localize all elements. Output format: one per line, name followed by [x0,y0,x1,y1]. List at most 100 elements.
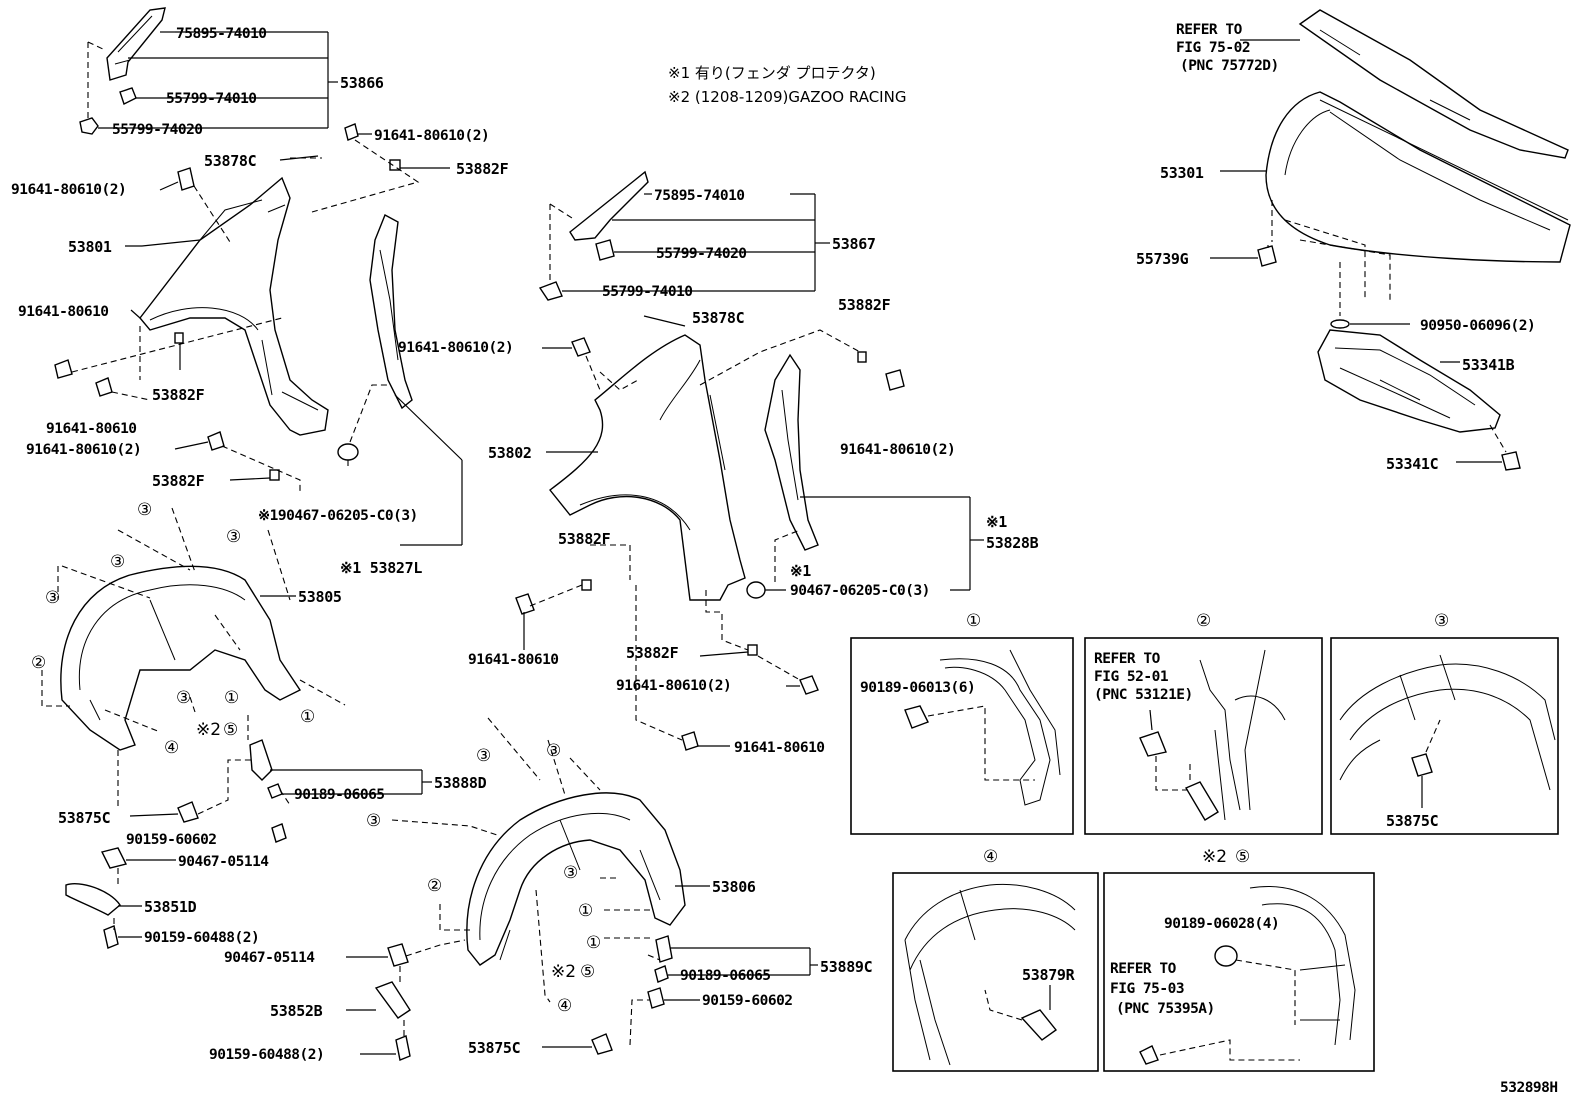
left-lower-fasteners: 53888D 90189-06065 53875C 90159-60602 90… [58,739,487,949]
label-53875c-a: 53875C [58,809,110,827]
label-53827l: ※1 53827L [340,559,422,577]
bolt-icon [515,593,535,615]
clip-icon [1411,753,1433,777]
label-90159-60602-b: 90159-60602 [702,993,793,1009]
refer-75-02-line2: FIG 75-02 [1176,40,1250,56]
circled-3: ③ [45,588,60,608]
refer-75-03-line2: FIG 75-03 [1110,981,1184,997]
circled-4: ④ [164,738,179,758]
label-53878c-b: 53878C [692,309,744,327]
clip-icon [1257,245,1277,267]
bracket-53866-assembly: 75895-74010 55799-74010 55799-74020 5386… [79,7,384,138]
bracket-icon [249,739,273,781]
detail-view-2: ② REFER TO FIG 52-01 (PNC 53121E) [1084,611,1323,835]
mark-2: ※2 [1202,847,1227,867]
circled-3: ③ [546,741,561,761]
label-90189-06028: 90189-06028(4) [1164,916,1279,932]
bracket-icon [65,883,121,916]
label-90467-06205-r: 90467-06205-C0(3) [790,583,930,599]
bolt-icon [647,987,665,1009]
detail-view-5: ※2 ⑤ 90189-06028(4) REFER TO FIG 75-03 (… [1103,847,1375,1072]
circled-3: ③ [563,863,578,883]
circled-2: ② [427,876,442,896]
label-53875c-c: 53875C [1386,812,1438,830]
refer-75-03-line1: REFER TO [1110,961,1177,977]
hood-spoiler [1298,9,1569,159]
clip-icon [746,581,766,599]
clip-icon [269,469,280,481]
label-53875c-b: 53875C [468,1039,520,1057]
refer-52-01-line2: FIG 52-01 [1094,669,1169,685]
label-53878c-a: 53878C [204,152,256,170]
detail-box-3 [1330,637,1559,835]
inner-fender-53805: 53805 ③ ③ ③ ③ ② ③ ① ① ④ ※2 ⑤ [31,500,346,808]
clip-icon [591,1033,613,1055]
label-90159-60488-a: 90159-60488(2) [144,930,259,946]
refer-75-02-line1: REFER TO [1176,22,1243,38]
label-53801: 53801 [68,238,112,256]
circled-1: ① [578,901,593,921]
clip-icon [119,87,137,105]
circled-3: ③ [1434,611,1449,631]
label-91641-80610-2-b: 91641-80610(2) [11,182,126,198]
bolt-icon [103,925,119,949]
label-53882f-c: 53882F [152,472,205,490]
label-53301: 53301 [1160,164,1204,182]
clip-icon [1214,945,1238,967]
bolt-icon [95,377,113,397]
label-53867: 53867 [832,235,876,253]
label-53882f-d: 53882F [838,296,891,314]
clip-icon [595,239,615,261]
label-53341b: 53341B [1462,356,1515,374]
bolt-icon [177,167,195,191]
bracket-icon [655,935,673,963]
bolt-icon [681,731,699,751]
label-53851d: 53851D [144,898,197,916]
clip-icon [581,579,592,591]
label-53882f-f: 53882F [626,644,679,662]
detail-view-1: ① 90189-06013(6) [850,611,1074,835]
label-55799-74010-b: 55799-74010 [602,284,693,300]
inner-fender-53806: 53806 ③ ③ ③ ② ③ ① ① ※2 ⑤ ④ [366,717,756,1046]
label-53888d: 53888D [434,774,487,792]
detail-box-5 [1103,872,1375,1072]
label-75895-74010-b: 75895-74010 [654,188,745,204]
label-91641-80610-2-a: 91641-80610(2) [374,128,489,144]
bolt-icon [799,675,819,695]
label-53802: 53802 [488,444,532,462]
nut-icon [387,943,409,967]
bolt-icon [885,369,905,391]
bolt-icon [271,823,287,843]
clip-icon [654,965,669,983]
label-53882f-a: 53882F [456,160,509,178]
label-91641-80610-2-d: 91641-80610(2) [840,442,955,458]
circled-3: ③ [176,688,191,708]
label-53879r: 53879R [1022,966,1076,984]
circled-5: ⑤ [223,720,238,740]
clip-icon [904,705,929,729]
label-55799-74020-b: 55799-74020 [656,246,747,262]
circled-1: ① [586,933,601,953]
circled-3: ③ [110,552,125,572]
clip-icon [174,332,184,344]
fender-liner-53827l: ※190467-06205-C0(3) ※1 53827L [258,214,463,577]
label-90159-60488-b: 90159-60488(2) [209,1047,324,1063]
circled-2: ② [31,653,46,673]
clip-icon [337,443,359,461]
circled-5: ⑤ [1235,847,1250,867]
label-53341c: 53341C [1386,455,1438,473]
detail-view-4: ④ 53879R [892,847,1099,1072]
label-53828b: 53828B [986,534,1039,552]
clip-icon [177,801,199,823]
clip-icon [857,351,867,363]
bolt-icon [344,123,359,141]
pad-icon [1330,319,1350,329]
label-75895-74010-a: 75895-74010 [176,26,267,42]
label-90159-60602-a: 90159-60602 [126,832,217,848]
label-90467-05114-a: 90467-05114 [178,854,269,870]
bracket-53867-assembly: 75895-74010 55799-74020 55799-74010 5386… [538,170,876,301]
mark-1-90467: ※1 [790,562,811,580]
clip-icon [1501,451,1521,471]
circled-3: ③ [137,500,152,520]
